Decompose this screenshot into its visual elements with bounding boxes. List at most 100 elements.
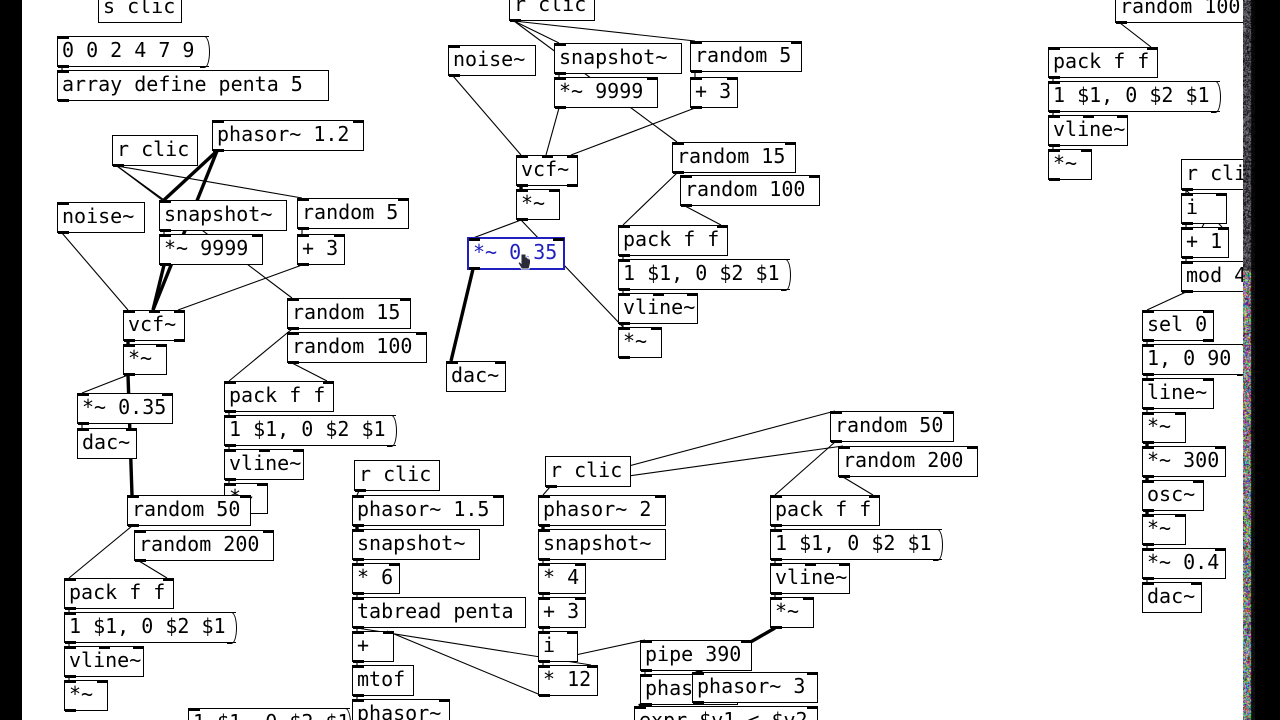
outlet[interactable]	[539, 693, 550, 697]
inlet[interactable]	[641, 673, 652, 677]
inlet[interactable]	[1143, 479, 1154, 483]
inlet[interactable]	[655, 494, 666, 498]
outlet[interactable]	[510, 18, 521, 22]
outlet[interactable]	[225, 443, 236, 447]
inlet[interactable]	[259, 448, 270, 452]
pd-box-i[interactable]: i	[1181, 192, 1227, 225]
pd-box-1-1-0-2-1[interactable]: 1 $1, 0 $2 $1	[618, 258, 791, 291]
inlet[interactable]	[807, 671, 818, 675]
outlet[interactable]	[1143, 372, 1154, 376]
inlet[interactable]	[133, 645, 144, 649]
pd-box-3[interactable]: + 3	[538, 596, 586, 629]
inlet[interactable]	[439, 698, 450, 702]
inlet[interactable]	[78, 427, 89, 431]
pd-box-r-clic[interactable]: r clic	[112, 135, 198, 167]
pd-box-3[interactable]: + 3	[297, 233, 345, 266]
inlet[interactable]	[1175, 411, 1186, 415]
inlet[interactable]	[1143, 377, 1154, 381]
inlet[interactable]	[539, 528, 550, 532]
outlet[interactable]	[355, 488, 366, 492]
pd-box-r-clic[interactable]: r clic	[509, 0, 595, 22]
pd-box-mtof[interactable]: mtof	[352, 664, 414, 697]
outlet[interactable]	[353, 557, 364, 561]
outlet[interactable]	[449, 73, 460, 77]
pd-box-0-35[interactable]: *~ 0.35	[468, 237, 564, 270]
outlet[interactable]	[1116, 20, 1127, 24]
pd-box-[interactable]: *~	[516, 188, 560, 221]
outlet[interactable]	[288, 326, 299, 330]
outlet[interactable]	[135, 558, 146, 562]
inlet[interactable]	[1203, 309, 1214, 313]
outlet[interactable]	[1049, 143, 1060, 147]
inlet[interactable]	[160, 199, 171, 203]
inlet[interactable]	[803, 596, 814, 600]
inlet[interactable]	[1143, 411, 1154, 415]
outlet[interactable]	[539, 591, 550, 595]
pd-box-4[interactable]: * 4	[538, 562, 586, 595]
patch-cord[interactable]	[81, 374, 129, 394]
inlet[interactable]	[1083, 114, 1094, 118]
inlet[interactable]	[99, 645, 110, 649]
pd-box-expr-v1-v2[interactable]: expr $v1 < $v2	[634, 705, 818, 720]
inlet[interactable]	[78, 392, 89, 396]
pd-box-random-5[interactable]: random 5	[690, 40, 802, 73]
inlet[interactable]	[651, 326, 662, 330]
outlet[interactable]	[1143, 542, 1154, 546]
inlet[interactable]	[619, 224, 630, 228]
inlet[interactable]	[65, 645, 76, 649]
inlet[interactable]	[225, 482, 236, 486]
inlet[interactable]	[135, 529, 146, 533]
inlet[interactable]	[805, 562, 816, 566]
pd-box-random-100[interactable]: random 100	[1115, 0, 1243, 24]
pd-box-[interactable]: *~	[618, 326, 662, 359]
inlet[interactable]	[619, 292, 630, 296]
inlet[interactable]	[785, 141, 796, 145]
inlet[interactable]	[298, 233, 309, 237]
pd-box-s-clic[interactable]: s clic	[98, 0, 182, 23]
outlet[interactable]	[1143, 474, 1154, 478]
inlet[interactable]	[495, 360, 506, 364]
outlet[interactable]	[353, 591, 364, 595]
inlet[interactable]	[539, 596, 550, 600]
inlet[interactable]	[213, 119, 224, 123]
inlet[interactable]	[353, 562, 364, 566]
patch-cord[interactable]	[774, 441, 836, 496]
pd-box-pack-f-f[interactable]: pack f f	[618, 224, 728, 257]
outlet[interactable]	[517, 183, 528, 187]
inlet[interactable]	[635, 705, 646, 709]
inlet[interactable]	[469, 237, 480, 241]
pd-box-noise[interactable]: noise~	[448, 44, 536, 77]
outlet[interactable]	[124, 338, 135, 342]
outlet[interactable]	[831, 439, 842, 443]
inlet[interactable]	[807, 705, 818, 709]
inlet[interactable]	[353, 664, 364, 668]
inlet[interactable]	[555, 42, 566, 46]
patch-cord[interactable]	[622, 172, 678, 226]
pd-box-array-define-penta-5[interactable]: array define penta 5	[57, 69, 329, 102]
inlet[interactable]	[539, 664, 550, 668]
inlet[interactable]	[771, 494, 782, 498]
pd-box-vline[interactable]: vline~	[224, 448, 304, 481]
inlet[interactable]	[162, 392, 173, 396]
inlet[interactable]	[1143, 309, 1154, 313]
inlet[interactable]	[124, 343, 135, 347]
outlet[interactable]	[353, 693, 364, 697]
pd-box-snapshot[interactable]: snapshot~	[554, 42, 682, 75]
inlet[interactable]	[771, 528, 782, 532]
pd-box-snapshot[interactable]: snapshot~	[159, 199, 287, 232]
patch-cord[interactable]	[61, 232, 129, 311]
outlet[interactable]	[691, 105, 702, 109]
pd-box-vline[interactable]: vline~	[64, 645, 144, 678]
inlet[interactable]	[1049, 148, 1060, 152]
patch-cord[interactable]	[116, 165, 303, 199]
pd-box-random-200[interactable]: random 200	[134, 529, 274, 562]
pd-box-12[interactable]: * 12	[538, 664, 598, 697]
patch-cord[interactable]	[1146, 291, 1187, 311]
patch-cord[interactable]	[138, 560, 168, 579]
outlet[interactable]	[619, 355, 630, 359]
pd-box-0-4[interactable]: *~ 0.4	[1142, 547, 1226, 580]
outlet[interactable]	[225, 409, 236, 413]
inlet[interactable]	[353, 528, 364, 532]
pd-box-0-0-2-4-7-9[interactable]: 0 0 2 4 7 9	[57, 35, 210, 68]
pd-box-0-35[interactable]: *~ 0.35	[77, 392, 173, 425]
